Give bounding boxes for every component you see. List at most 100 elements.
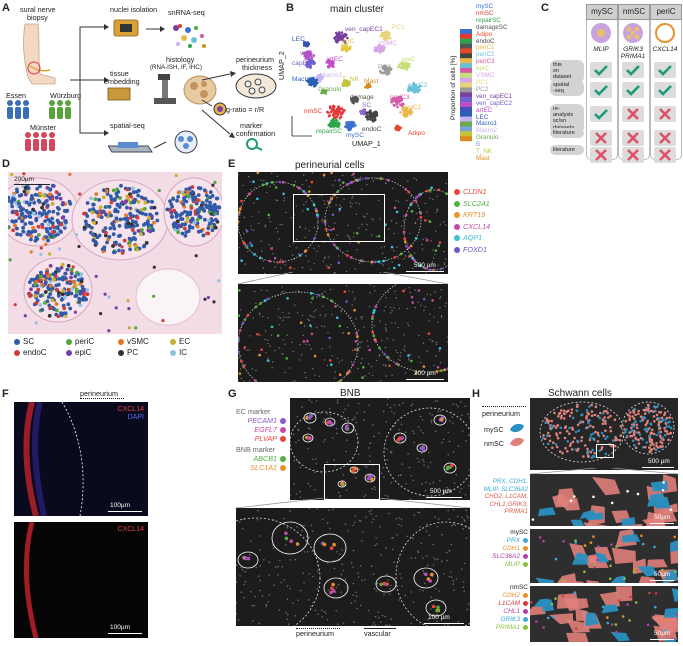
background-signal: [321, 220, 323, 222]
perineurial-transcript: [278, 180, 282, 184]
transcript-dot: [309, 324, 312, 327]
background-signal: [357, 576, 360, 578]
background-signal: [418, 460, 420, 463]
transcript-dot: [377, 234, 381, 238]
background-signal: [242, 518, 245, 521]
schwann-cell-dot: [662, 438, 665, 442]
background-signal: [352, 594, 354, 596]
tissue-cell-dot: [107, 235, 112, 239]
schwann-cell-dot: [578, 420, 582, 424]
schwann-cell-dot: [592, 432, 595, 435]
fascicle-outline: [324, 177, 422, 263]
perineurial-transcript: [246, 313, 250, 317]
schwann-cell-dot: [652, 443, 655, 447]
background-signal: [321, 348, 323, 350]
perineurial-transcript: [304, 191, 307, 195]
umap-point-epiC: [396, 65, 400, 69]
background-signal: [274, 266, 276, 268]
background-signal: [295, 380, 297, 382]
tissue-cell-dot: [46, 222, 51, 227]
background-signal: [435, 558, 437, 561]
tissue-cell-dot: [33, 294, 37, 298]
perineurial-transcript: [414, 196, 418, 200]
embedding-label: embedding: [104, 77, 140, 86]
background-signal: [250, 225, 252, 227]
background-signal: [429, 483, 431, 485]
tissue-cell-dot: [45, 203, 50, 208]
background-signal: [457, 405, 459, 408]
background-signal: [313, 316, 315, 318]
transcript-dot: [313, 354, 317, 358]
background-signal: [378, 432, 380, 434]
perineurial-transcript: [361, 259, 364, 263]
background-signal: [451, 524, 453, 527]
umap-point-PC2: [385, 72, 388, 76]
tissue-cell-dot: [92, 220, 96, 225]
schwann-cell-dot: [652, 410, 655, 413]
schwann-transcript: [664, 618, 668, 622]
tissue-cell-dot: [39, 192, 43, 196]
umap-point-epiC: [398, 63, 401, 67]
nuclei-isolation-label: nuclei isolation: [110, 5, 158, 14]
background-signal: [399, 355, 401, 357]
vessel-marker-dot: [370, 477, 374, 482]
tissue-cell-dot: [180, 231, 185, 236]
schwann-zoom-2-dots: [535, 529, 678, 583]
schwann-cell-dot: [619, 434, 623, 437]
background-signal: [391, 374, 393, 376]
background-signal: [342, 411, 345, 414]
background-signal: [341, 359, 343, 361]
transcript-dot: [354, 340, 358, 343]
background-signal: [443, 573, 445, 575]
background-signal: [253, 229, 255, 232]
background-signal: [456, 515, 459, 518]
background-signal: [340, 591, 342, 594]
background-signal: [355, 202, 357, 204]
background-signal: [314, 374, 316, 376]
gene-dot-icon: [523, 545, 528, 551]
gene-legend-CXCL14: CXCL14: [454, 221, 490, 233]
background-signal: [321, 194, 323, 197]
perineurial-transcript: [258, 256, 262, 260]
schwann-gene-legend-CDH2: CDH2: [474, 592, 528, 600]
background-signal: [332, 184, 334, 186]
vessel-marker-dot: [379, 582, 383, 587]
schwann-transcript: [592, 495, 595, 499]
column-header-periC: periC: [650, 4, 682, 20]
background-signal: [298, 253, 300, 255]
umap-point-enC: [345, 45, 348, 49]
tissue-cell-dot: [152, 265, 156, 269]
umap-point-ven_capEC1: [343, 41, 347, 44]
background-signal: [323, 325, 325, 328]
schwann-cell-dot: [593, 452, 597, 455]
umap-point-Adipo: [395, 124, 398, 128]
background-signal: [455, 578, 458, 580]
tissue-cell-dot: [39, 246, 43, 250]
schwann-cell-dot: [667, 438, 670, 442]
background-signal: [388, 593, 391, 595]
background-signal: [254, 595, 257, 598]
tissue-cell-dot: [35, 290, 40, 295]
background-signal: [335, 610, 337, 612]
schwann-cell-dot: [588, 405, 591, 408]
tissue-cell-dot: [91, 207, 96, 211]
legend-PC2: PC2: [476, 85, 489, 93]
background-signal: [435, 355, 437, 357]
tissue-cell-dot: [171, 197, 176, 201]
tissue-cell-dot: [176, 195, 181, 199]
background-signal: [262, 260, 265, 262]
background-signal: [334, 222, 336, 224]
perineurial-transcript: [439, 267, 443, 271]
background-signal: [342, 474, 345, 476]
tissue-cell-dot: [134, 220, 138, 225]
schwann-cell-dot: [630, 426, 633, 430]
panel-label-f: F: [2, 388, 9, 400]
vessel-outline: [433, 414, 447, 426]
background-signal: [244, 364, 247, 366]
umap-point-Macro2: [321, 76, 324, 79]
tissue-cell-dot: [15, 212, 20, 217]
background-signal: [336, 551, 338, 553]
tissue-cell-dot: [54, 283, 59, 288]
umap-point-Mast: [364, 85, 367, 89]
